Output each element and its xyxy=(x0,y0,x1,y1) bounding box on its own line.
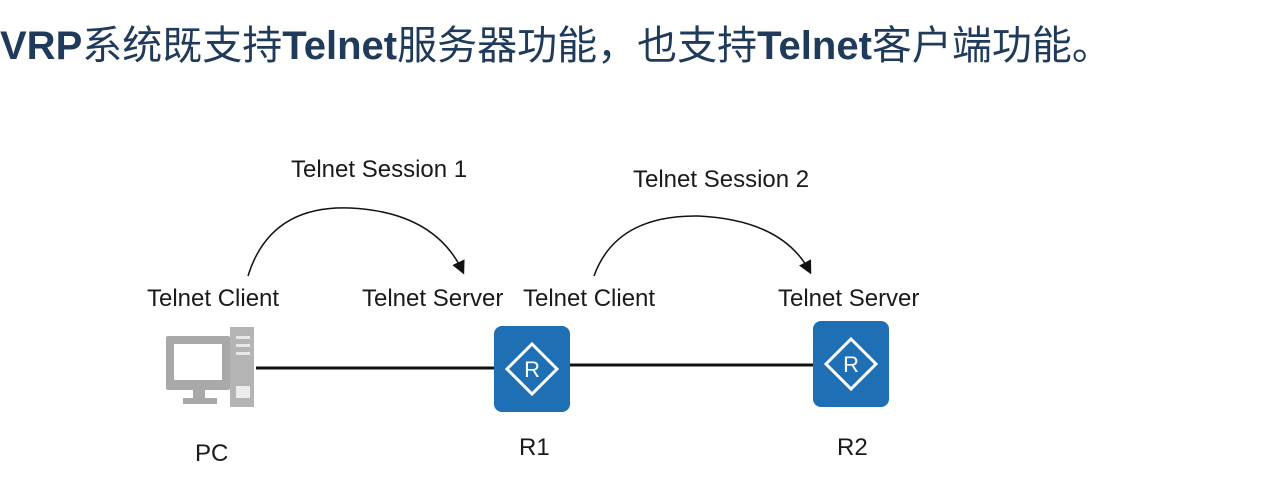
router-icon: R xyxy=(494,326,570,412)
session-2-label: Telnet Session 2 xyxy=(633,166,809,193)
r2-device-label: R2 xyxy=(837,434,868,461)
pc-device-label: PC xyxy=(195,440,228,467)
r1-server-role-label: Telnet Server xyxy=(362,285,503,312)
r2-router-symbol: R xyxy=(843,352,859,377)
headline-part-server: 服务器功能，也支持 xyxy=(397,23,758,69)
session-1-arc xyxy=(247,207,465,277)
r1-device-label: R1 xyxy=(519,434,550,461)
r2-role-label: Telnet Server xyxy=(778,285,919,312)
r1-router-symbol: R xyxy=(524,357,540,382)
headline-part-system: 系统既支持 xyxy=(82,23,283,69)
headline-part-vrp: VRP xyxy=(0,24,83,68)
page-headline: VRP系统既支持Telnet服务器功能，也支持Telnet客户端功能。 xyxy=(0,18,1261,74)
headline-part-client: 客户端功能。 xyxy=(871,23,1112,69)
pc-role-label: Telnet Client xyxy=(147,285,279,312)
r1-client-role-label: Telnet Client xyxy=(523,285,655,312)
router-icon: R xyxy=(813,321,889,407)
session-1-label: Telnet Session 1 xyxy=(291,156,467,183)
headline-part-telnet-2: Telnet xyxy=(757,24,872,68)
pc-icon xyxy=(166,327,254,407)
headline-part-telnet-1: Telnet xyxy=(282,24,398,68)
session-2-arc xyxy=(593,215,812,277)
